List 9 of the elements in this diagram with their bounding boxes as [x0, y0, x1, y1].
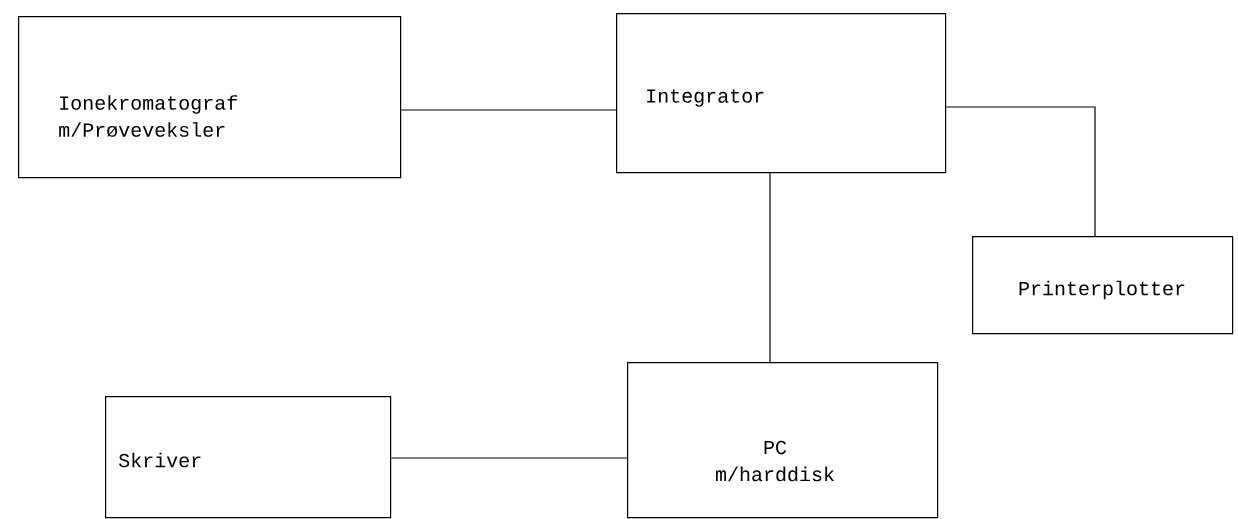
connector-line	[945, 106, 1096, 237]
connector-line	[769, 172, 771, 363]
device-box: Printerplotter	[972, 236, 1234, 335]
device-box: PC m/harddisk	[627, 362, 939, 519]
device-box: Ionekromatograf m/Prøveveksler	[18, 16, 402, 179]
device-box: Integrator	[616, 13, 947, 174]
device-box: Skriver	[105, 396, 392, 519]
connector-line	[400, 109, 617, 111]
connector-line	[390, 457, 628, 459]
